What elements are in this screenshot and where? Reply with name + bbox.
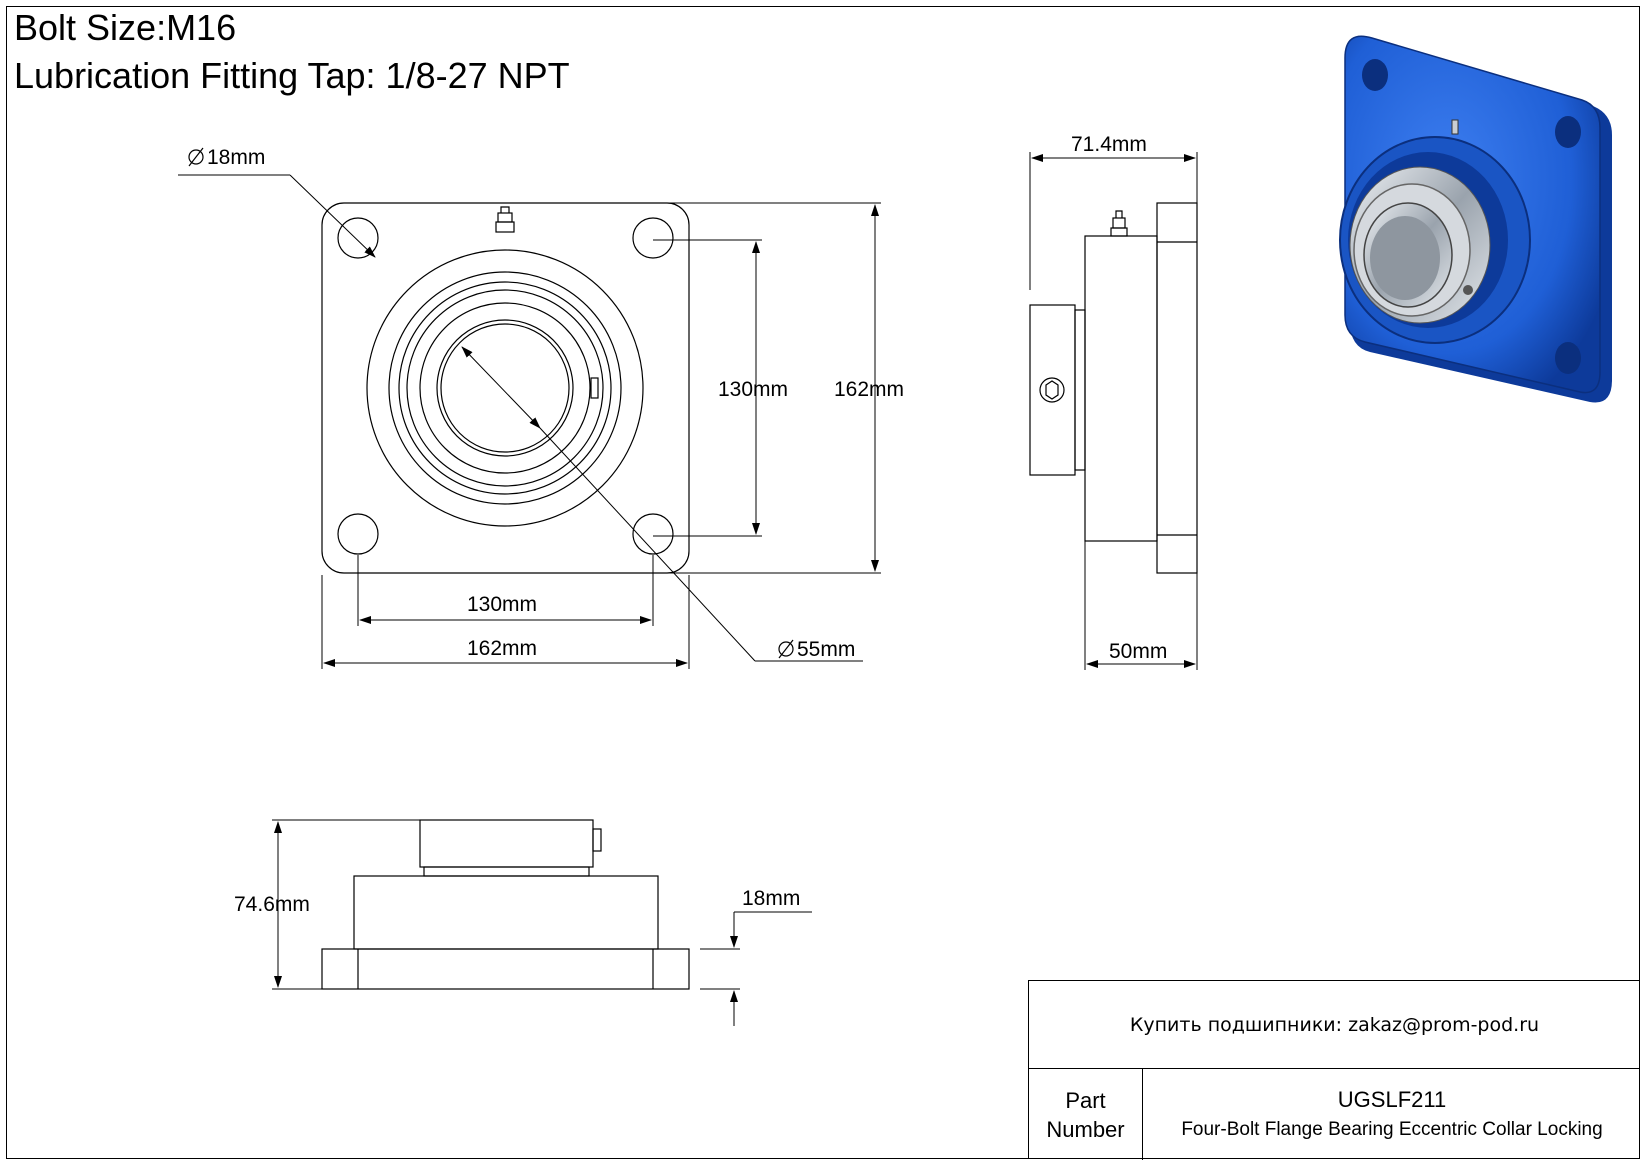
part-description: Four-Bolt Flange Bearing Eccentric Colla… (1181, 1118, 1603, 1140)
part-label-line2: Number (1046, 1116, 1125, 1142)
bolt-hole-top-left (337, 217, 379, 259)
contact-cell: Купить подшипники: zakaz@prom-pod.ru (1029, 981, 1640, 1069)
set-screw-front (590, 377, 599, 399)
grease-fitting-base (495, 221, 515, 233)
side-set-screw (1039, 377, 1065, 403)
bolt-spacing-vertical-label: 130mm (718, 378, 788, 401)
part-number: UGSLF211 (1337, 1086, 1447, 1112)
bolt-spacing-horizontal-label: 130mm (467, 593, 537, 616)
title-block: Купить подшипники: zakaz@prom-pod.ru Par… (1028, 980, 1641, 1160)
housing-outer-circle (366, 249, 644, 527)
front-view (321, 202, 690, 574)
bottom-overall-label: 74.6mm (234, 893, 310, 916)
side-overall-label: 71.4mm (1071, 133, 1147, 156)
front-flange-outline (321, 202, 690, 574)
side-inner-ring (1074, 309, 1086, 471)
part-number-cell: UGSLF211 Four-Bolt Flange Bearing Eccent… (1143, 1069, 1641, 1160)
bolt-hole-bottom-left (337, 513, 379, 555)
side-collar (1029, 304, 1076, 476)
part-label-cell: Part Number (1029, 1069, 1143, 1160)
grease-fitting-nut (497, 212, 513, 223)
grease-fitting-tip (500, 206, 510, 213)
bottom-set-screw (592, 828, 602, 852)
side-housing-label: 50mm (1109, 640, 1167, 663)
side-flange (1156, 202, 1198, 574)
bearing-3d-render (1339, 35, 1612, 403)
side-view (1029, 202, 1198, 574)
bore-diameter-label: 55mm (797, 638, 855, 661)
contact-text: Купить подшипники: zakaz@prom-pod.ru (1129, 1013, 1540, 1036)
width-horizontal-label: 162mm (467, 637, 537, 660)
bolt-hole-bottom-right (632, 513, 674, 555)
collar-inner (436, 319, 574, 457)
height-vertical-label: 162mm (834, 378, 904, 401)
drawing-frame (6, 6, 1640, 1159)
bottom-view (321, 819, 690, 990)
flange-thickness-label: 18mm (742, 887, 800, 910)
bolt-hole-top-right (632, 217, 674, 259)
bore-circle (440, 323, 570, 453)
housing-ring (388, 271, 622, 505)
bottom-inner-ring (423, 866, 590, 877)
bearing-outer-ring (398, 281, 612, 495)
hole-diameter-label: 18mm (207, 146, 265, 169)
bottom-housing (353, 875, 659, 950)
lubrication-label: Lubrication Fitting Tap: 1/8-27 NPT (14, 55, 570, 96)
bottom-flange (321, 948, 690, 990)
part-label-line1: Part (1065, 1087, 1106, 1113)
side-housing (1084, 235, 1158, 542)
bearing-inner-ring (406, 289, 604, 487)
collar-outer (419, 302, 591, 474)
bolt-size-label: Bolt Size:M16 (14, 7, 237, 48)
bottom-collar (419, 819, 594, 868)
